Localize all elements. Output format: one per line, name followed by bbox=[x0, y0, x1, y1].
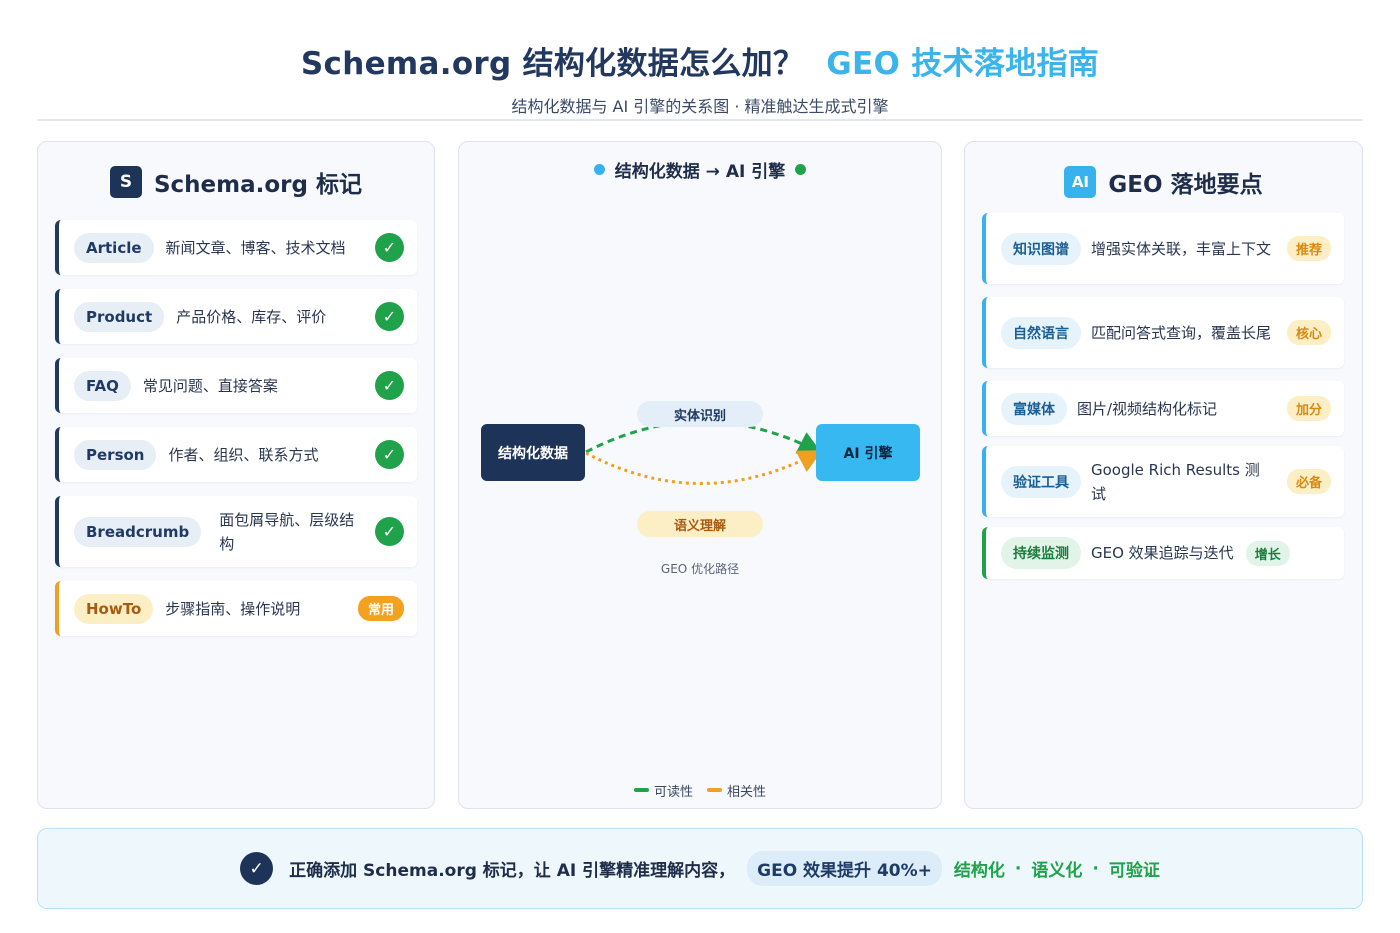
check-icon: ✓ bbox=[375, 517, 404, 546]
required-badge: 必备 bbox=[1286, 469, 1331, 494]
relation-diagram-panel: 结构化数据 → AI 引擎 结构化数据 AI 引擎 实体识别 语义理解 GEO … bbox=[458, 141, 942, 809]
geo-path-caption: GEO 优化路径 bbox=[660, 562, 740, 576]
ai-icon: AI bbox=[1064, 166, 1097, 198]
page-header: Schema.org 结构化数据怎么加？ GEO 技术落地指南 结构化数据与 AI… bbox=[0, 38, 1400, 117]
geo-tag: 富媒体 bbox=[1001, 392, 1067, 425]
header-divider bbox=[37, 119, 1363, 121]
schema-desc: 常见问题、直接答案 bbox=[142, 376, 278, 395]
schema-item-person: Person 作者、组织、联系方式 ✓ bbox=[55, 427, 417, 482]
schema-tag: Breadcrumb bbox=[74, 516, 202, 547]
legend-label: 相关性 bbox=[727, 784, 767, 800]
geo-tag: 持续监测 bbox=[1001, 537, 1081, 569]
schema-markup-panel: S Schema.org 标记 Article 新闻文章、博客、技术文档 ✓ P… bbox=[37, 141, 435, 809]
geo-panel-header: AI GEO 落地要点 bbox=[965, 164, 1362, 200]
geo-item-validation-tool: 验证工具 Google Rich Results 测试 必备 bbox=[982, 446, 1344, 517]
geo-item-natural-language: 自然语言 匹配问答式查询，覆盖长尾 核心 bbox=[982, 297, 1344, 368]
geo-tag: 知识图谱 bbox=[1001, 232, 1081, 265]
schema-item-breadcrumb: Breadcrumb 面包屑导航、层级结构 ✓ bbox=[55, 496, 417, 567]
check-circle-icon: ✓ bbox=[240, 852, 274, 885]
geo-panel-title: GEO 落地要点 bbox=[1108, 172, 1263, 198]
keyword-semantic: 语义化 bbox=[1031, 861, 1083, 881]
schema-item-product: Product 产品价格、库存、评价 ✓ bbox=[55, 289, 417, 344]
diagram-header: 结构化数据 → AI 引擎 bbox=[459, 156, 941, 182]
page-subtitle: 结构化数据与 AI 引擎的关系图 · 精准触达生成式引擎 bbox=[511, 97, 889, 116]
schema-desc: 作者、组织、联系方式 bbox=[168, 445, 319, 464]
geo-desc: 增强实体关联，丰富上下文 bbox=[1091, 239, 1272, 258]
schema-panel-title: Schema.org 标记 bbox=[153, 172, 362, 198]
common-badge: 常用 bbox=[357, 596, 404, 621]
relevance-edge bbox=[585, 450, 823, 485]
schema-s-icon: S bbox=[109, 166, 142, 198]
schema-item-article: Article 新闻文章、博客、技术文档 ✓ bbox=[55, 220, 417, 275]
legend-relevance: 相关性 bbox=[707, 781, 766, 800]
schema-desc: 产品价格、库存、评价 bbox=[176, 307, 327, 326]
geo-desc: 图片/视频结构化标记 bbox=[1077, 399, 1218, 418]
geo-item-monitoring: 持续监测 GEO 效果追踪与迭代 增长 bbox=[982, 527, 1344, 579]
growth-badge: 增长 bbox=[1245, 540, 1290, 566]
schema-tag: FAQ bbox=[74, 370, 131, 401]
geo-desc: 匹配问答式查询，覆盖长尾 bbox=[1091, 323, 1272, 342]
geo-item-knowledge-graph: 知识图谱 增强实体关联，丰富上下文 推荐 bbox=[982, 213, 1344, 284]
schema-tag: HowTo bbox=[74, 593, 154, 624]
schema-tag: Product bbox=[74, 301, 165, 332]
ai-engine-node: AI 引擎 bbox=[816, 424, 920, 481]
legend-swatch bbox=[707, 788, 722, 792]
semantic-understanding-label: 语义理解 bbox=[637, 511, 763, 537]
title-main: Schema.org 结构化数据怎么加？ bbox=[300, 46, 805, 82]
keyword-separator: · bbox=[1092, 858, 1099, 879]
check-icon: ✓ bbox=[375, 302, 404, 331]
check-icon: ✓ bbox=[375, 233, 404, 262]
schema-desc: 步骤指南、操作说明 bbox=[165, 599, 301, 618]
title-accent: GEO 技术落地指南 bbox=[826, 46, 1100, 82]
bonus-badge: 加分 bbox=[1286, 396, 1331, 421]
check-icon: ✓ bbox=[375, 371, 404, 400]
legend-swatch bbox=[633, 788, 649, 792]
recommend-badge: 推荐 bbox=[1286, 236, 1331, 261]
geo-tag: 自然语言 bbox=[1001, 316, 1081, 349]
entity-recognition-label: 实体识别 bbox=[637, 401, 763, 427]
summary-text: 正确添加 Schema.org 标记，让 AI 引擎精准理解内容， bbox=[289, 861, 736, 881]
geo-tag: 验证工具 bbox=[1001, 465, 1081, 498]
check-icon: ✓ bbox=[375, 440, 404, 469]
schema-panel-header: S Schema.org 标记 bbox=[38, 164, 434, 200]
schema-tag: Article bbox=[74, 232, 154, 263]
blue-dot-icon bbox=[593, 163, 605, 175]
legend-label: 可读性 bbox=[653, 784, 693, 800]
effect-highlight: GEO 效果提升 40%+ bbox=[747, 851, 942, 886]
structured-data-node: 结构化数据 bbox=[481, 424, 585, 481]
schema-item-howto: HowTo 步骤指南、操作说明 常用 bbox=[55, 581, 417, 636]
core-badge: 核心 bbox=[1286, 320, 1331, 345]
schema-item-faq: FAQ 常见问题、直接答案 ✓ bbox=[55, 358, 417, 413]
keyword-separator: · bbox=[1014, 858, 1022, 879]
geo-points-panel: AI GEO 落地要点 知识图谱 增强实体关联，丰富上下文 推荐 自然语言 匹配… bbox=[964, 141, 1363, 809]
schema-desc: 新闻文章、博客、技术文档 bbox=[165, 238, 346, 257]
geo-desc: GEO 效果追踪与迭代 bbox=[1091, 544, 1234, 562]
diagram-title: 结构化数据 → AI 引擎 bbox=[614, 161, 786, 182]
legend-readability: 可读性 bbox=[633, 781, 693, 800]
summary-banner: ✓ 正确添加 Schema.org 标记，让 AI 引擎精准理解内容， GEO … bbox=[37, 828, 1363, 909]
green-dot-icon bbox=[795, 163, 807, 175]
keyword-structured: 结构化 bbox=[953, 861, 1005, 881]
diagram-legend: 可读性 相关性 bbox=[459, 780, 941, 800]
schema-desc: 面包屑导航、层级结构 bbox=[219, 510, 355, 553]
schema-tag: Person bbox=[74, 439, 157, 470]
keyword-verifiable: 可验证 bbox=[1108, 861, 1160, 881]
geo-item-rich-media: 富媒体 图片/视频结构化标记 加分 bbox=[982, 381, 1344, 436]
page-title: Schema.org 结构化数据怎么加？ GEO 技术落地指南 bbox=[0, 38, 1400, 83]
geo-desc: Google Rich Results 测试 bbox=[1091, 460, 1260, 503]
